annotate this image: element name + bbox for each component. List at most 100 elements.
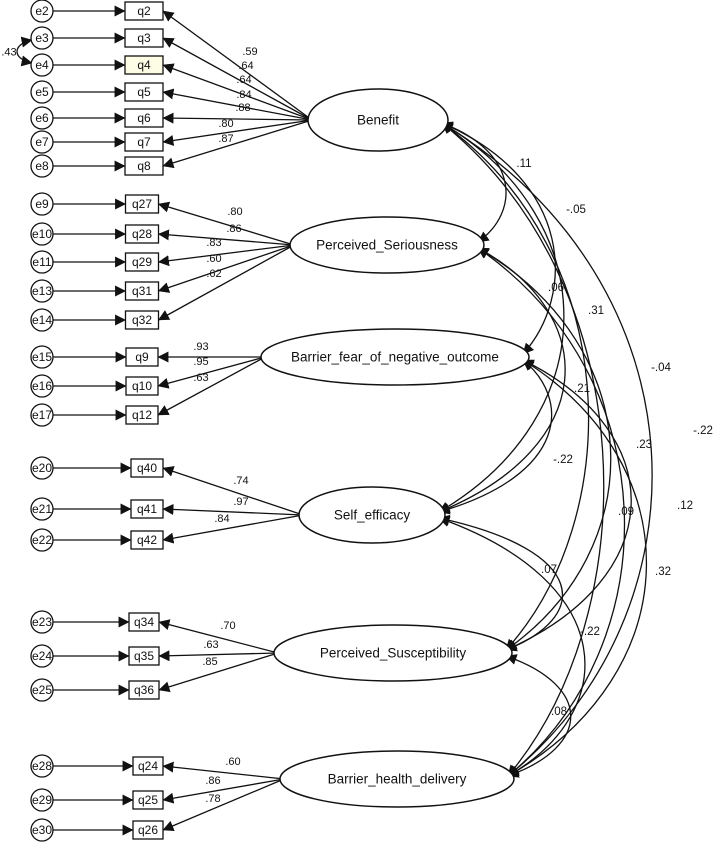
error-term-label: e13 xyxy=(32,284,52,298)
loading-path-layer xyxy=(53,5,313,836)
loading-value: .84 xyxy=(214,513,229,525)
loading-value: .84 xyxy=(236,89,251,101)
loading-value: .86 xyxy=(205,775,220,787)
error-term-circle xyxy=(30,788,54,812)
loading-path-arrow xyxy=(162,88,313,121)
error-term-label: e7 xyxy=(35,135,49,149)
indicator-label: q12 xyxy=(132,408,152,422)
indicator-label: q24 xyxy=(138,759,158,773)
latent-covariance-arc xyxy=(505,359,632,651)
loading-value: .64 xyxy=(238,60,253,72)
latent-covariance-value: -.05 xyxy=(566,204,586,216)
indicator-label: q31 xyxy=(132,284,152,298)
error-term-label: e24 xyxy=(32,649,52,663)
error-term-label: e5 xyxy=(35,85,49,99)
error-term-label: e9 xyxy=(35,197,49,211)
loading-path-arrow xyxy=(162,63,313,121)
loading-value: .64 xyxy=(236,74,251,86)
indicator-label: q10 xyxy=(132,379,152,393)
loading-value: .59 xyxy=(242,46,257,58)
loading-value: .63 xyxy=(203,639,218,651)
latent-label: Barrier_fear_of_negative_outcome xyxy=(291,350,499,365)
indicator-label: q41 xyxy=(137,502,157,516)
latent-label: Self_efficacy xyxy=(334,508,411,523)
error-term-circle xyxy=(30,456,54,480)
indicator-box xyxy=(132,756,164,776)
indicator-label: q34 xyxy=(134,615,154,629)
error-term-circle xyxy=(30,678,54,702)
error-term-circle xyxy=(30,754,54,778)
error-term-circle xyxy=(30,80,54,104)
latent-covariance-value: -.22 xyxy=(580,626,600,638)
latent-covariance-value: -.04 xyxy=(651,362,671,374)
latent-covariance-value: .23 xyxy=(636,439,652,451)
error-term-label: e10 xyxy=(32,227,52,241)
latent-covariance-arc xyxy=(477,247,626,777)
loading-path-arrow xyxy=(158,652,279,693)
loading-value: .80 xyxy=(227,206,242,218)
error-term-circle xyxy=(30,497,54,521)
indicator-label: q7 xyxy=(137,135,151,149)
latent-covariance-value: .31 xyxy=(588,305,604,317)
error-term-label: e8 xyxy=(35,159,49,173)
loading-path-arrow xyxy=(162,10,313,121)
error-term-label: e15 xyxy=(32,350,52,364)
indicator-box xyxy=(124,55,164,75)
indicator-label: q4 xyxy=(137,58,151,72)
loading-value: .62 xyxy=(206,268,221,280)
latent-label: Perceived_Seriousness xyxy=(316,238,458,253)
latent-ellipse xyxy=(273,624,513,682)
latent-covariance-value: .12 xyxy=(677,500,693,512)
error-term-circle xyxy=(30,644,54,668)
latent-covariance-arc xyxy=(441,122,653,777)
loading-value: .80 xyxy=(218,118,233,130)
error-term-circle xyxy=(30,26,54,50)
error-term-label: e23 xyxy=(32,615,52,629)
indicator-box xyxy=(124,224,160,244)
latent-covariance-value: .06 xyxy=(548,282,564,294)
indicator-label: q8 xyxy=(137,159,151,173)
loading-path-arrow xyxy=(157,244,295,293)
indicator-box xyxy=(124,132,164,152)
indicator-box xyxy=(124,252,160,272)
loading-path-arrow xyxy=(162,119,313,146)
latent-covariance-layer xyxy=(16,36,653,778)
indicator-box xyxy=(128,646,160,666)
error-term-label: e22 xyxy=(32,533,52,547)
loading-path-arrow xyxy=(157,356,266,389)
indicator-box xyxy=(124,108,164,128)
indicator-box xyxy=(132,820,164,840)
latent-covariance-value: .09 xyxy=(618,506,634,518)
latent-ellipse xyxy=(289,216,485,274)
loading-value: .95 xyxy=(193,356,208,368)
loading-value: .85 xyxy=(202,656,217,668)
indicator-label: q32 xyxy=(132,313,152,327)
error-term-label: e11 xyxy=(32,255,51,269)
indicator-box xyxy=(132,790,164,810)
indicator-box xyxy=(130,530,164,550)
error-term-label: e6 xyxy=(35,111,49,125)
latent-covariance-value: .21 xyxy=(574,383,590,395)
indicator-box xyxy=(128,680,160,700)
indicator-label: q42 xyxy=(137,533,157,547)
latent-covariance-value: -.22 xyxy=(553,454,573,466)
loading-value: .83 xyxy=(206,237,221,249)
loading-path-arrow xyxy=(162,778,285,832)
loading-value: .97 xyxy=(233,496,248,508)
error-term-circle xyxy=(30,279,54,303)
indicator-box xyxy=(128,612,160,632)
error-term-label: e4 xyxy=(35,58,49,72)
indicator-box xyxy=(125,347,159,367)
indicator-box xyxy=(124,281,160,301)
error-term-label: e30 xyxy=(32,823,52,837)
error-covariance-arc xyxy=(16,36,33,67)
error-term-label: e17 xyxy=(32,408,52,422)
error-term-circle xyxy=(30,250,54,274)
loading-path-arrow xyxy=(158,650,279,662)
loading-value: .86 xyxy=(226,223,241,235)
latent-covariance-value: .32 xyxy=(655,566,671,578)
loading-value: .63 xyxy=(193,372,208,384)
loading-path-arrow xyxy=(162,514,304,544)
